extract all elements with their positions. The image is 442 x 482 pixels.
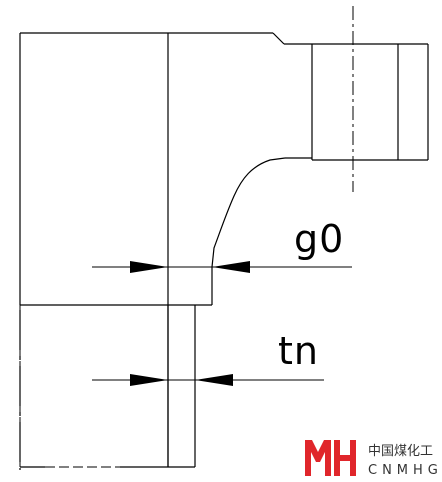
tn-label: tn <box>278 329 319 373</box>
g0-arrow-right <box>212 261 250 273</box>
tn-arrow-left <box>130 374 168 386</box>
cnmhg-logo-mark-icon <box>305 440 356 476</box>
tn-arrow-right <box>195 374 233 386</box>
watermark-english-text: CNMHG <box>368 463 442 478</box>
hub-taper-curve <box>211 157 286 268</box>
shell-section <box>19 305 196 470</box>
raised-face <box>284 43 429 161</box>
watermark-chinese-text: 中国煤化工 <box>368 444 433 459</box>
flange-body-outline <box>19 32 285 467</box>
tn-dimension: tn <box>92 329 324 386</box>
g0-dimension: g0 <box>92 217 352 273</box>
g0-label: g0 <box>294 217 344 261</box>
g0-arrow-left <box>130 261 168 273</box>
watermark-logo: 中国煤化工 CNMHG <box>305 440 442 478</box>
